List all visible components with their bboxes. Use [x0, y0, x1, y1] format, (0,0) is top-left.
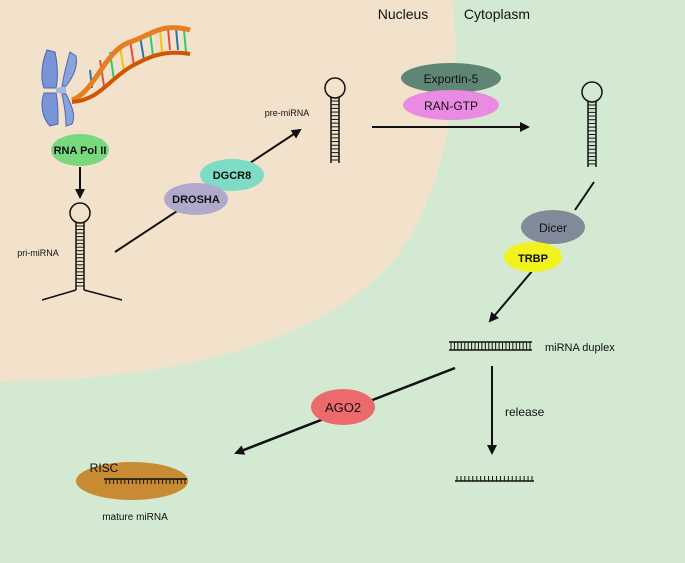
- dgcr8-label: DGCR8: [213, 170, 252, 182]
- drosha-label: DROSHA: [172, 194, 220, 206]
- nucleus-label: Nucleus: [378, 6, 429, 22]
- dicer-label: Dicer: [539, 221, 567, 235]
- ago2-node: [311, 389, 375, 425]
- dgcr8-node: [200, 159, 264, 191]
- trbp-label: TRBP: [518, 253, 548, 265]
- dna-helix-icon: [70, 25, 191, 104]
- exportin-5-node: [401, 63, 501, 93]
- cytoplasm-label: Cytoplasm: [464, 6, 530, 22]
- pre-mirna-rungs: [331, 100, 339, 161]
- drosha-node: [164, 183, 228, 215]
- ran-gtp-label: RAN-GTP: [424, 99, 478, 113]
- risc-label: RISC: [90, 461, 119, 475]
- exportin-5-label: Exportin-5: [424, 72, 479, 86]
- pre-mirna-cyto-rungs: [588, 104, 596, 165]
- mature-mirna-rungs: [105, 479, 186, 484]
- rna-pol-ii-node: [51, 134, 109, 166]
- mirna-duplex-label: miRNA duplex: [545, 342, 615, 354]
- released-strand-rungs: [456, 476, 533, 481]
- ran-gtp-node: [403, 90, 499, 120]
- mirna-duplex: [449, 341, 532, 351]
- dicer-node: [521, 210, 585, 244]
- ago2-label: AGO2: [325, 400, 361, 415]
- mirna-duplex-rungs: [450, 342, 531, 350]
- mature-mirna-label: mature miRNA: [102, 512, 168, 523]
- chromosome-icon: [41, 49, 77, 127]
- pri-mirna-rungs: [76, 225, 84, 287]
- pri-mirna-label: pri-miRNA: [17, 248, 59, 258]
- dicer-processing-arrow: [488, 269, 534, 323]
- rna-pol-ii-label: RNA Pol II: [54, 145, 107, 157]
- dicer-connector: [574, 181, 595, 211]
- pre-mirna-label: pre-miRNA: [265, 108, 310, 118]
- trbp-node: [504, 242, 562, 272]
- release-label: release: [505, 405, 545, 419]
